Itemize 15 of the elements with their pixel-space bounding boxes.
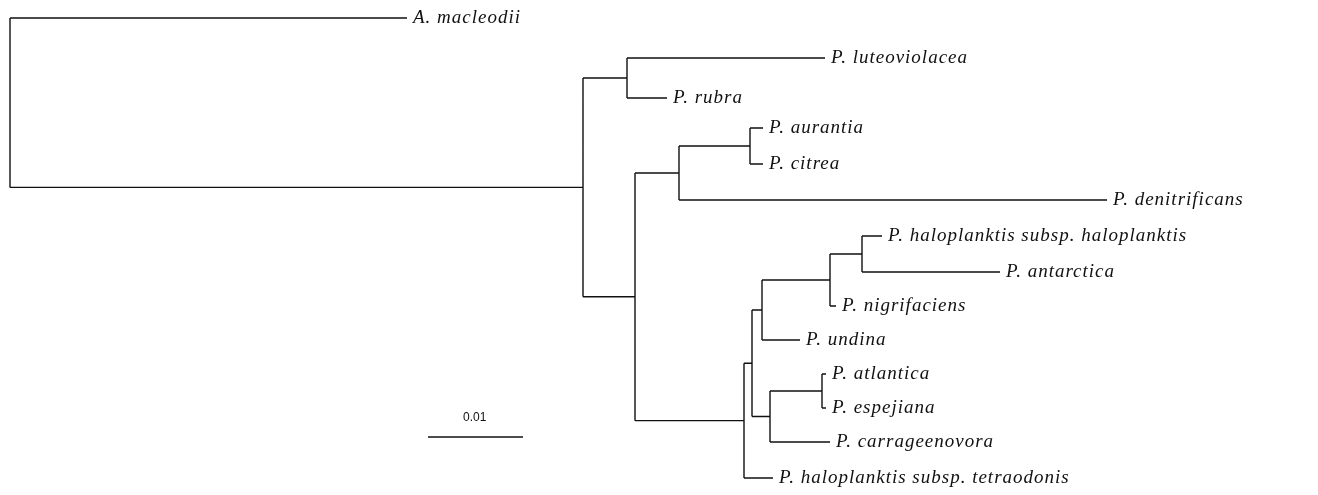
taxon-label: P. undina	[806, 329, 887, 349]
taxon-label: P. denitrificans	[1113, 189, 1244, 209]
taxon-label: P. haloplanktis subsp. haloplanktis	[888, 225, 1188, 245]
taxon-label: P. espejiana	[832, 397, 936, 417]
taxon-label: P. atlantica	[832, 363, 931, 383]
taxon-label: P. antarctica	[1006, 261, 1116, 281]
taxon-label: P. citrea	[769, 153, 841, 173]
taxon-label: P. haloplanktis subsp. tetraodonis	[779, 467, 1070, 487]
taxon-label: P. rubra	[673, 87, 743, 107]
taxon-label: P. luteoviolacea	[831, 47, 968, 67]
scale-label: 0.01	[463, 410, 487, 424]
taxon-label: P. carrageenovora	[836, 431, 995, 451]
taxon-label: A. macleodii	[413, 7, 522, 27]
taxon-label: P. aurantia	[769, 117, 865, 137]
taxon-label: P. nigrifaciens	[842, 295, 967, 315]
